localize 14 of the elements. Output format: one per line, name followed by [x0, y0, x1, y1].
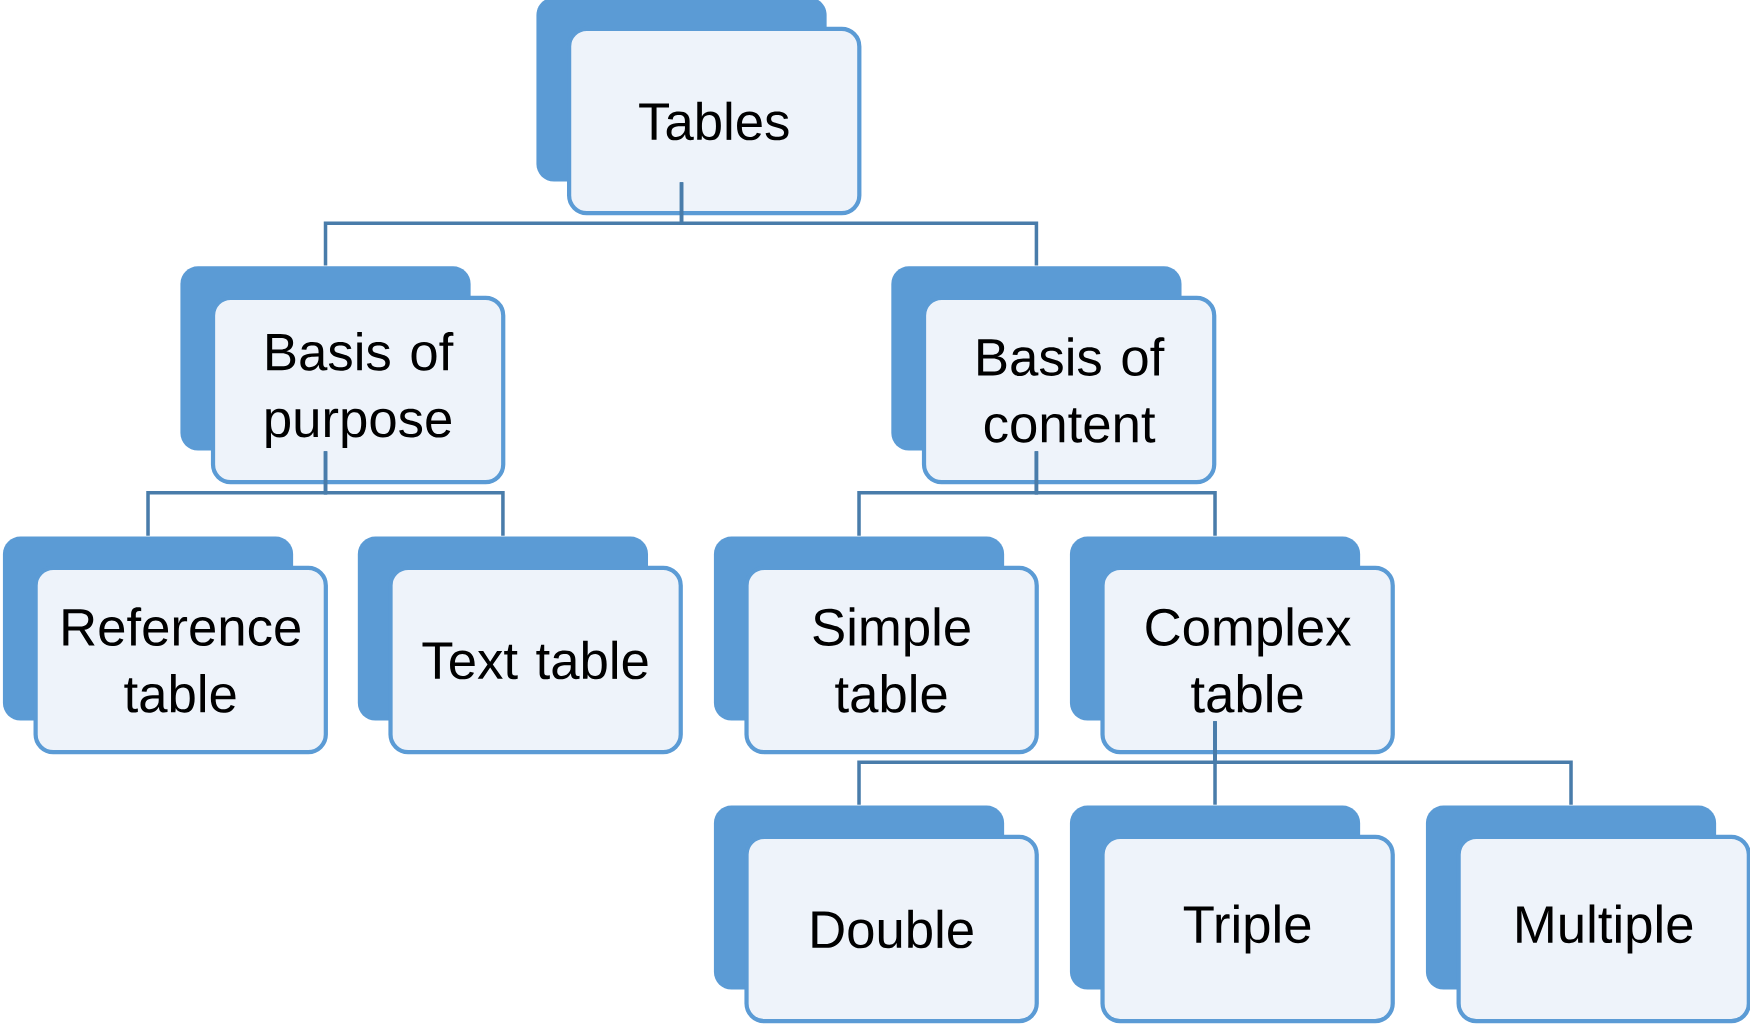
connector [323, 451, 505, 536]
org-chart-box: Multiple [1425, 805, 1750, 1024]
org-chart-box: Simple table [713, 536, 1039, 755]
org-chart-box: Reference table [2, 536, 328, 755]
org-chart-box: Triple [1069, 805, 1395, 1024]
org-chart-box: Basis of content [891, 266, 1217, 485]
org-chart-box: Double [713, 805, 1039, 1024]
connector [1034, 451, 1217, 536]
org-chart-box: Text table [357, 536, 683, 755]
org-chart-box: Complex table [1069, 536, 1395, 755]
connector [679, 182, 1039, 266]
org-chart-box: Tables [536, 0, 862, 216]
org-chart-box: Basis of purpose [180, 266, 506, 485]
connector [1213, 721, 1573, 805]
